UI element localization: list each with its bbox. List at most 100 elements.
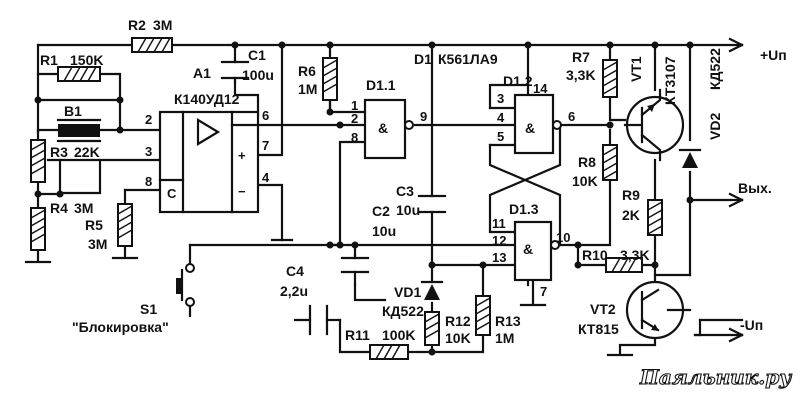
label-R12-ref: R12 xyxy=(445,313,471,329)
label-VD2-ref: VD2 xyxy=(707,113,723,140)
switch-S1 xyxy=(176,263,195,318)
sensor-B1 xyxy=(56,118,102,143)
gate-D1-3-pin-12: 12 xyxy=(492,233,506,248)
gate-D1-1-pin-8: 8 xyxy=(351,130,358,145)
label-R8-value: 10K xyxy=(572,173,598,189)
resistor-R1 xyxy=(57,66,101,82)
label-A1-type: К140УД12 xyxy=(174,91,240,107)
gate-D1-3-pin-13: 13 xyxy=(492,250,506,265)
capacitor-C3 xyxy=(417,194,447,214)
label-R11-value: 100K xyxy=(382,327,415,343)
minus-supply-label: -Uп xyxy=(740,317,763,333)
label-R9-value: 2K xyxy=(622,207,640,223)
label-R13-ref: R13 xyxy=(495,313,521,329)
resistor-R13 xyxy=(475,295,491,336)
gate-D1-3-pin-10: 10 xyxy=(556,230,570,245)
label-A1: A1 xyxy=(193,65,211,81)
output-label: Вых. xyxy=(738,180,772,196)
label-C4-ref: C4 xyxy=(286,263,304,279)
label-VD2-type: КД522 xyxy=(707,48,723,90)
junctions xyxy=(34,41,694,356)
label-R5-ref: R5 xyxy=(85,217,103,233)
label-R10-value: 3,3K xyxy=(620,247,650,263)
transistor-VT1 xyxy=(623,88,685,162)
label-C4-value: 2,2u xyxy=(280,283,308,299)
label-S1-caption: "Блокировка" xyxy=(72,319,169,335)
label-R11-ref: R11 xyxy=(345,327,370,343)
resistor-R5 xyxy=(117,203,133,247)
label-R3-ref: R3 xyxy=(50,144,68,160)
gate-D1-2-pin-5: 5 xyxy=(497,129,504,144)
resistor-R2 xyxy=(131,37,173,53)
opamp-pin-8: 8 xyxy=(145,174,152,189)
resistor-R3 xyxy=(30,130,46,183)
capacitor-C1 xyxy=(220,58,250,84)
label-R2-ref: R2 xyxy=(128,17,146,33)
label-VT1-type: КТ3107 xyxy=(662,56,678,105)
opamp-plus: + xyxy=(238,148,246,163)
opamp-pin-3: 3 xyxy=(145,144,152,159)
label-R10-ref: R10 xyxy=(582,247,608,263)
gate-D1-1-pin-1: 1 xyxy=(351,98,358,113)
label-R7-value: 3,3K xyxy=(566,67,596,83)
gate-D1-1-amp: & xyxy=(378,120,388,136)
label-C3-ref: C3 xyxy=(396,183,414,199)
resistor-R11 xyxy=(369,344,409,360)
rail-arrow-top xyxy=(728,37,744,53)
resistor-R10 xyxy=(605,257,643,273)
label-S1: S1 xyxy=(140,301,157,317)
label-R12-value: 10K xyxy=(445,330,471,346)
gate-D1-2-pin-4: 4 xyxy=(497,110,505,125)
resistor-R4 xyxy=(30,207,46,251)
label-R4-value: 3M xyxy=(74,200,93,216)
label-C3-value: 10u xyxy=(396,202,420,218)
label-R3-value: 22K xyxy=(74,144,100,160)
gate-D1-2 xyxy=(513,93,562,155)
gate-D1-2-amp: & xyxy=(525,120,535,136)
resistor-R7 xyxy=(602,59,618,98)
gate-D1-3 xyxy=(513,220,560,282)
resistor-R12 xyxy=(424,311,440,346)
label-C1-ref: C1 xyxy=(248,47,266,63)
label-R13-value: 1M xyxy=(495,330,514,346)
opamp-A1 xyxy=(158,110,260,214)
label-VD1-ref: VD1 xyxy=(394,284,421,300)
gate-D1-2-pin-6: 6 xyxy=(568,109,575,124)
label-C1-value: 100u xyxy=(242,67,274,83)
capacitor-C4 xyxy=(308,304,329,336)
label-R5-value: 3M xyxy=(88,236,107,252)
label-R6-value: 1M xyxy=(298,81,317,97)
label-B1: B1 xyxy=(64,103,82,119)
wires xyxy=(24,43,744,357)
gate-D1-1-pin-9: 9 xyxy=(420,109,427,124)
gate-D1-1-pin-2: 2 xyxy=(351,111,358,126)
plus-supply-label: +Uп xyxy=(760,47,787,63)
label-C2-value: 10u xyxy=(372,223,396,239)
capacitor-C2 xyxy=(340,253,370,287)
gate-D1-2-pin-3: 3 xyxy=(497,91,504,106)
opamp-pin-6: 6 xyxy=(262,108,269,123)
label-D1-3: D1.3 xyxy=(509,201,539,217)
diode-VD1 xyxy=(420,280,444,300)
gate-D1-3-amp: & xyxy=(523,241,533,257)
diode-VD2 xyxy=(678,148,702,168)
label-D1: D1 xyxy=(414,51,432,67)
gate-D1-2-pin-14: 14 xyxy=(533,81,548,96)
label-VT2-type: КТ815 xyxy=(578,321,619,337)
label-D1-2: D1.2 xyxy=(503,73,533,89)
output-arrow xyxy=(728,192,744,208)
label-R2-value: 3M xyxy=(153,17,172,33)
rail-arrow-bottom xyxy=(728,327,744,343)
resistor-R9 xyxy=(647,199,663,236)
resistor-R8 xyxy=(602,144,618,181)
label-C2-ref: C2 xyxy=(372,203,390,219)
label-R4-ref: R4 xyxy=(50,200,68,216)
label-R8-ref: R8 xyxy=(578,154,596,170)
label-D1-type: К561ЛА9 xyxy=(438,51,498,67)
label-R9-ref: R9 xyxy=(622,187,640,203)
gate-D1-1 xyxy=(363,98,414,160)
label-D1-1: D1.1 xyxy=(366,77,396,93)
resistor-R6 xyxy=(322,57,338,101)
